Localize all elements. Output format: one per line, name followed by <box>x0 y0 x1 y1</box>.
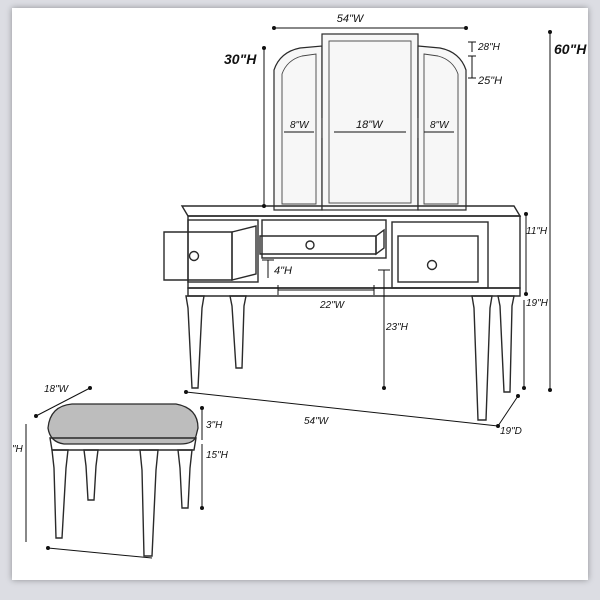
left-mirror-width-label: 8"W <box>290 120 310 131</box>
left-drawer-knob <box>188 250 200 262</box>
vanity-table <box>163 205 522 421</box>
center-mirror-frame <box>321 33 419 211</box>
left-mirror-glass <box>281 53 317 205</box>
total-width-top-label: 54"W <box>337 13 365 25</box>
stool-width-label: 18"W <box>44 384 70 395</box>
stool-front-right-leg <box>139 449 159 557</box>
table-top-height-label: 11"H <box>526 226 548 237</box>
stool-back-left-leg <box>83 449 99 501</box>
table-apron <box>187 215 521 289</box>
stool-apron <box>49 437 197 451</box>
back-right-leg <box>497 295 515 393</box>
side-mirror-height-label: 28"H <box>477 42 501 53</box>
drawer-height-label: 4"H <box>274 265 292 277</box>
stool-leg-label: 15"H <box>206 450 229 461</box>
right-mirror-frame <box>417 45 467 211</box>
center-drawer <box>259 235 377 255</box>
vanity-dimension-diagram: 54"W 30"H 60"H 28"H 25"H 8"W 18"W 8"W 11… <box>12 13 587 559</box>
knee-clearance-label: 23"H <box>385 322 409 333</box>
stool <box>47 403 199 557</box>
mirror-assembly <box>273 33 467 211</box>
drawing-sheet: 54"W 30"H 60"H 28"H 25"H 8"W 18"W 8"W 11… <box>12 8 588 580</box>
front-left-leg <box>185 295 205 389</box>
stool-front-left-leg <box>51 449 69 539</box>
overall-height-label: 60"H <box>554 41 587 57</box>
right-mirror-glass <box>423 53 459 205</box>
stool-height-label: "H <box>12 444 24 455</box>
right-drawer <box>397 235 479 283</box>
right-mirror-width-label: 8"W <box>430 120 450 131</box>
stool-cushion-label: 3"H <box>206 420 223 431</box>
stool-back-right-leg <box>177 449 193 509</box>
drawer-width-label: 22"W <box>319 300 346 311</box>
mirror-height-label: 30"H <box>224 51 257 67</box>
dimension-lines <box>25 26 552 559</box>
center-mirror-height-label: 25"H <box>477 75 502 87</box>
table-width-label: 54"W <box>304 416 330 427</box>
center-drawer-knob <box>305 240 315 250</box>
center-mirror-glass <box>328 40 412 204</box>
center-mirror-width-label: 18"W <box>356 119 384 131</box>
front-right-leg <box>471 295 493 421</box>
table-depth-label: 19"D <box>500 426 522 437</box>
right-drawer-knob <box>426 259 438 271</box>
stool-cushion <box>47 403 199 445</box>
left-mirror-frame <box>273 45 323 211</box>
right-drawer-frame <box>391 221 489 289</box>
leg-height-label: 19"H <box>526 298 549 309</box>
back-left-leg <box>229 295 247 369</box>
